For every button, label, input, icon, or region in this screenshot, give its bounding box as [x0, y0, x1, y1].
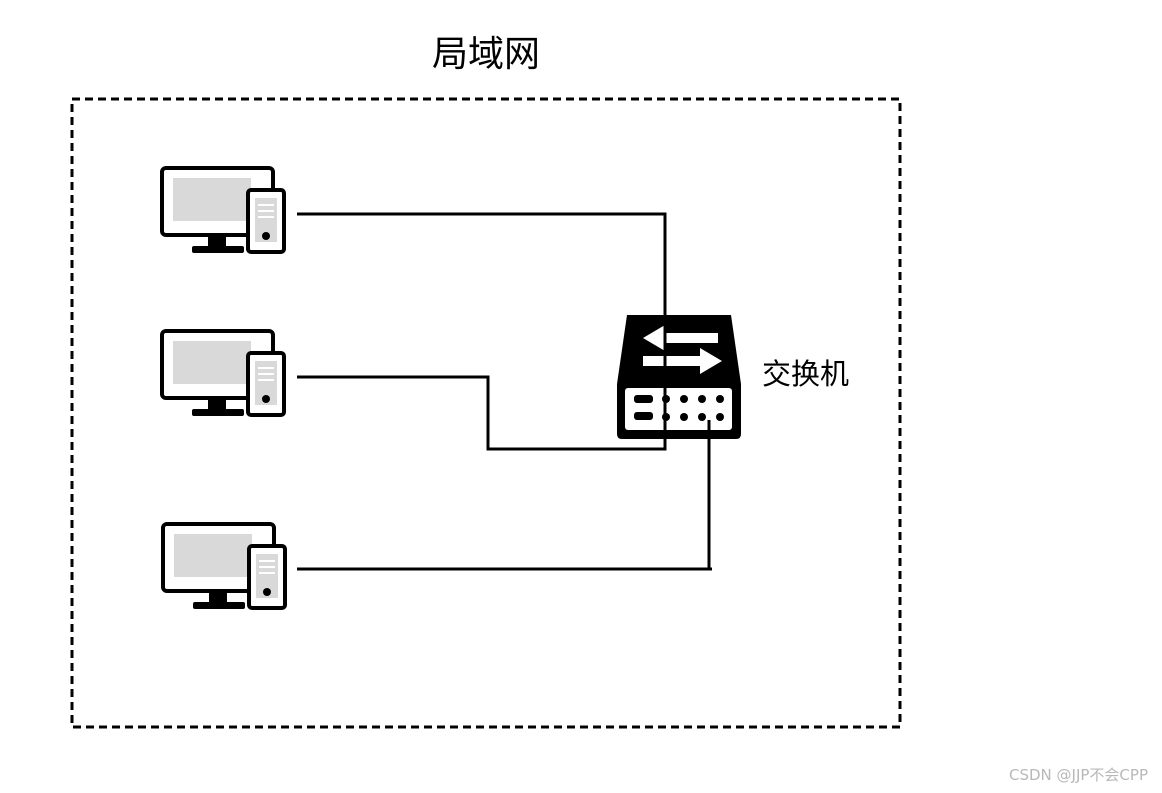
computer-icon — [160, 329, 286, 418]
connection-computer-1-switch — [297, 212, 667, 320]
diagram-title: 局域网 — [432, 34, 540, 75]
switch-icon — [617, 315, 741, 439]
connection-computer-2-switch — [297, 375, 667, 451]
computer-icon — [160, 166, 286, 255]
switch-label: 交换机 — [762, 357, 849, 391]
computer-icon — [161, 522, 287, 611]
watermark: CSDN @JJP不会CPP — [1009, 766, 1148, 784]
